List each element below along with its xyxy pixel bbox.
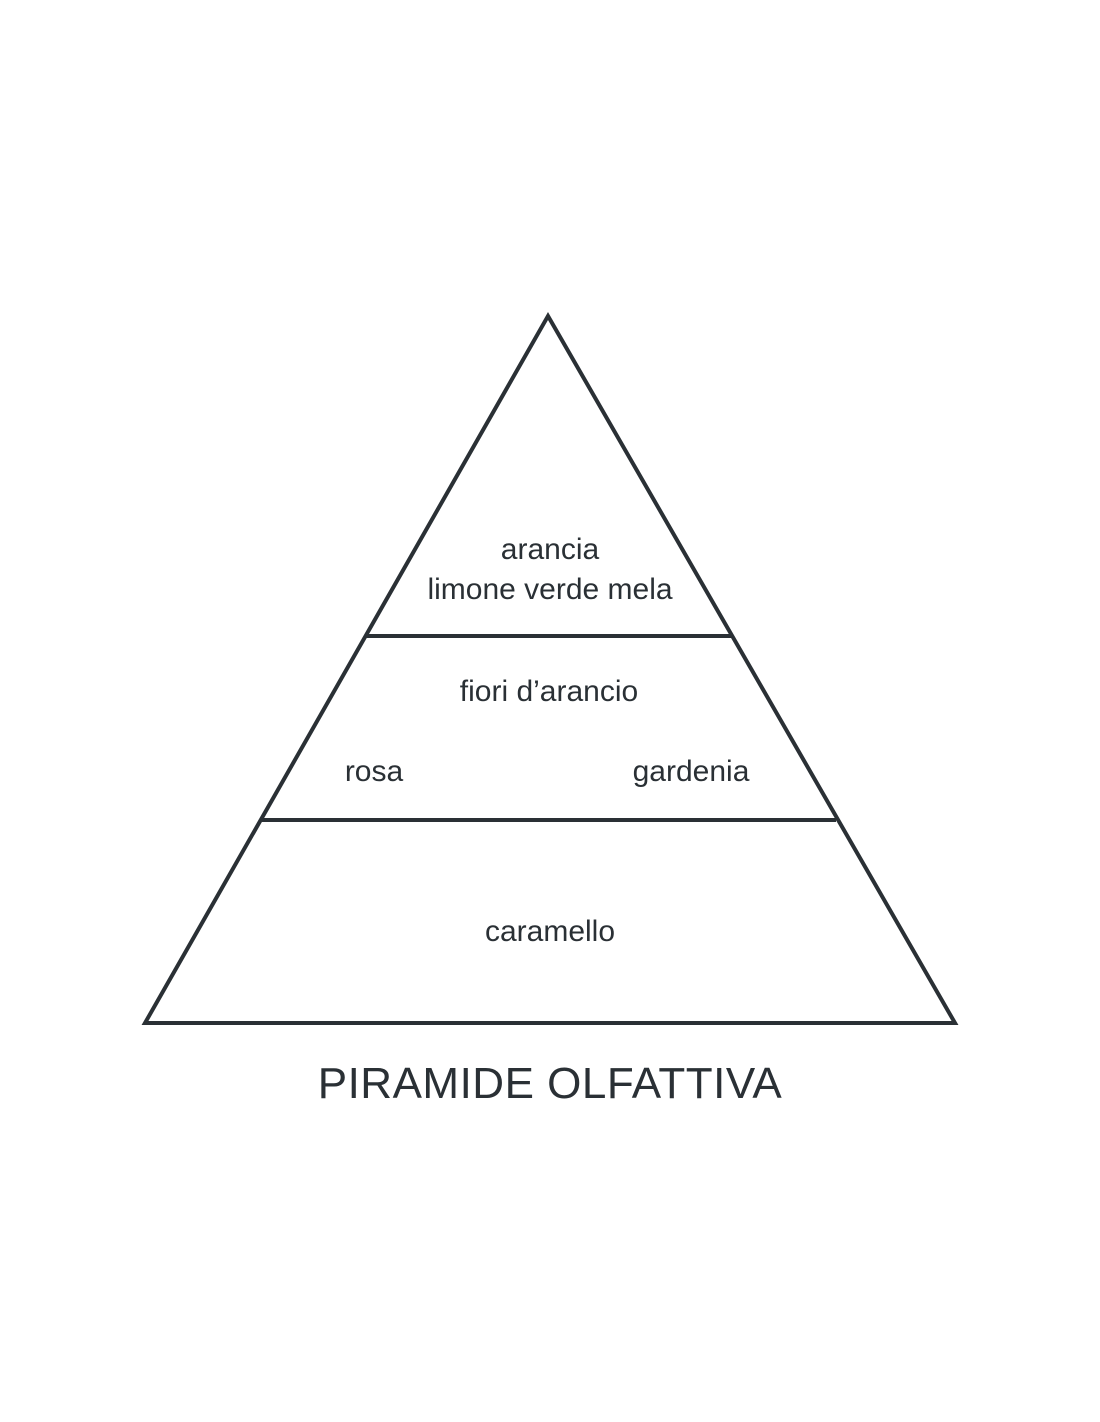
heart-note-center: fiori d’arancio xyxy=(460,675,638,708)
heart-note-right: gardenia xyxy=(633,755,750,788)
top-note-line-2: limone verde mela xyxy=(427,573,672,606)
diagram-title: PIRAMIDE OLFATTIVA xyxy=(318,1059,783,1108)
top-note-line-1: arancia xyxy=(501,533,600,566)
pyramid-outline xyxy=(141,311,959,1025)
base-note-center: caramello xyxy=(485,915,615,948)
heart-note-left: rosa xyxy=(345,755,404,788)
